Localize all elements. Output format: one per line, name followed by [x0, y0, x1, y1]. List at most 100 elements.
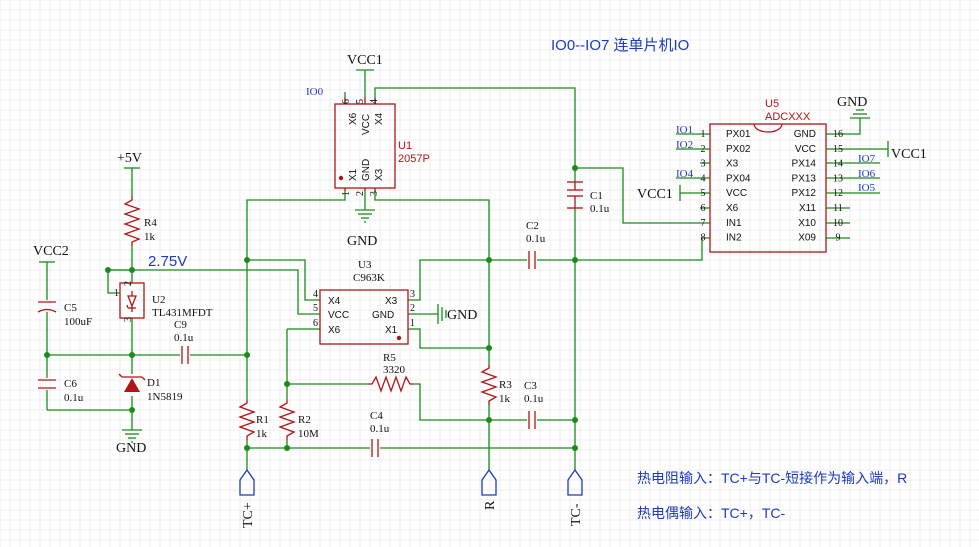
u5-pin-name: PX01: [726, 129, 751, 140]
svg-text:X6: X6: [328, 325, 341, 336]
resistor-r5: R5 3320: [368, 352, 414, 393]
power-label: VCC1: [891, 147, 927, 162]
c1-value: 0.1u: [590, 203, 610, 215]
u3-ref: U3: [358, 259, 372, 271]
port-tc-minus: TC-: [567, 468, 584, 526]
svg-text:2: 2: [410, 303, 415, 314]
ground-label: GND: [447, 308, 477, 323]
capacitor-c4: C4 0.1u: [370, 410, 390, 457]
u3-ic: 4 5 6 X4 VCC X6 X3 GND X1 3 2 1 U3 C963K: [313, 259, 415, 345]
r5-ref: R5: [383, 352, 396, 364]
u5-pin-number: 7: [701, 218, 706, 229]
u2-shunt-regulator: 1 2 3 U2 TL431MFDT: [114, 281, 213, 322]
resistor-r2: R2 10M: [278, 400, 319, 440]
resistor-r1: R1 1k: [238, 400, 269, 440]
u5-pin-number: 8: [701, 233, 706, 244]
svg-text:5: 5: [355, 99, 366, 104]
power-label: VCC1: [347, 53, 383, 68]
u5-pin-name: VCC: [795, 144, 816, 155]
u1-value: 2057P: [398, 153, 430, 165]
u5-pin-name: X10: [798, 218, 816, 229]
capacitor-c9: C9 0.1u: [174, 319, 194, 364]
svg-text:1: 1: [114, 288, 119, 299]
c1-ref: C1: [590, 190, 603, 202]
ground-u1: GND: [347, 209, 377, 249]
u5-value: ADCXXX: [765, 111, 811, 123]
power-vcc1-top: VCC1: [347, 53, 383, 71]
net-label-io5: IO5: [858, 182, 876, 194]
c5-value: 100uF: [64, 316, 92, 328]
svg-text:3: 3: [369, 191, 380, 196]
c6-ref: C6: [64, 378, 77, 390]
c9-value: 0.1u: [174, 332, 194, 344]
u2-value: TL431MFDT: [152, 307, 213, 319]
u5-pin-number: 16: [833, 129, 843, 140]
svg-text:X3: X3: [374, 168, 385, 181]
u5-pin-number: 4: [701, 173, 706, 184]
d1-ref: D1: [147, 377, 160, 389]
u5-pin-number: 14: [833, 159, 843, 170]
u5-pin-name: PX02: [726, 144, 751, 155]
svg-text:R: R: [483, 500, 498, 510]
u3-value: C963K: [353, 272, 385, 284]
u5-pin-name: X6: [726, 203, 739, 214]
u5-pin-number: 3: [701, 159, 706, 170]
r3-value: 1k: [499, 393, 511, 405]
u5-pin-name: VCC: [726, 188, 747, 199]
u5-pin-name: PX12: [792, 188, 817, 199]
capacitor-c3: C3 0.1u: [524, 380, 544, 429]
svg-text:4: 4: [369, 99, 380, 104]
u5-pin-number: 1: [701, 129, 706, 140]
net-label-io6: IO6: [858, 168, 876, 180]
power-label: +5V: [117, 151, 142, 166]
r4-ref: R4: [144, 217, 157, 229]
junctions: [44, 165, 578, 451]
ground-u5: GND: [837, 95, 870, 119]
svg-text:X1: X1: [385, 325, 398, 336]
net-label-io2: IO2: [676, 139, 693, 151]
capacitor-c5: C5 100uF: [37, 301, 92, 328]
c6-value: 0.1u: [64, 392, 84, 404]
resistor-r3: R3 1k: [480, 365, 512, 405]
u5-pin-name: PX04: [726, 173, 751, 184]
u5-ref: U5: [765, 98, 779, 110]
net-label-io1: IO1: [676, 124, 693, 136]
net-label-io0: IO0: [306, 86, 324, 98]
c2-value: 0.1u: [526, 233, 546, 245]
svg-text:GND: GND: [361, 159, 372, 181]
d1-diode: D1 1N5819: [118, 373, 183, 403]
u1-ref: U1: [398, 140, 412, 152]
u5-pin-name: IN2: [726, 233, 742, 244]
u5-pin-name: X11: [799, 203, 816, 214]
svg-text:2: 2: [355, 191, 366, 196]
u5-pin-name: PX14: [792, 159, 817, 170]
capacitor-c6: C6 0.1u: [38, 378, 84, 404]
u5-pin-name: GND: [794, 129, 816, 140]
u5-pin-number: 5: [701, 188, 706, 199]
r3-ref: R3: [499, 379, 512, 391]
ground-label: GND: [837, 95, 867, 110]
u5-pin-name: X3: [726, 159, 739, 170]
svg-text:X4: X4: [374, 112, 385, 125]
capacitor-c1: C1 0.1u: [567, 181, 610, 215]
r2-ref: R2: [298, 414, 311, 426]
note-rtd-input: 热电阻输入：TC+与TC-短接作为输入端，R: [637, 470, 907, 486]
svg-text:1: 1: [410, 318, 415, 329]
r4-value: 1k: [144, 231, 156, 243]
svg-text:X6: X6: [348, 112, 359, 125]
schematic-title: IO0--IO7 连单片机IO: [551, 37, 689, 54]
c4-ref: C4: [370, 410, 383, 422]
power-plus5v: +5V: [117, 151, 142, 169]
u5-pin-name: IN1: [726, 218, 742, 229]
u5-pin-number: 12: [833, 188, 843, 199]
u5-pin-number: 2: [701, 144, 706, 155]
svg-text:6: 6: [341, 99, 352, 104]
ground-u3: GND: [437, 304, 477, 324]
svg-text:TC-: TC-: [569, 503, 584, 526]
power-label: VCC1: [637, 187, 673, 202]
r2-value: 10M: [298, 428, 319, 440]
u5-pin-number: 10: [833, 218, 843, 229]
u5-pin-number: 9: [836, 233, 841, 244]
